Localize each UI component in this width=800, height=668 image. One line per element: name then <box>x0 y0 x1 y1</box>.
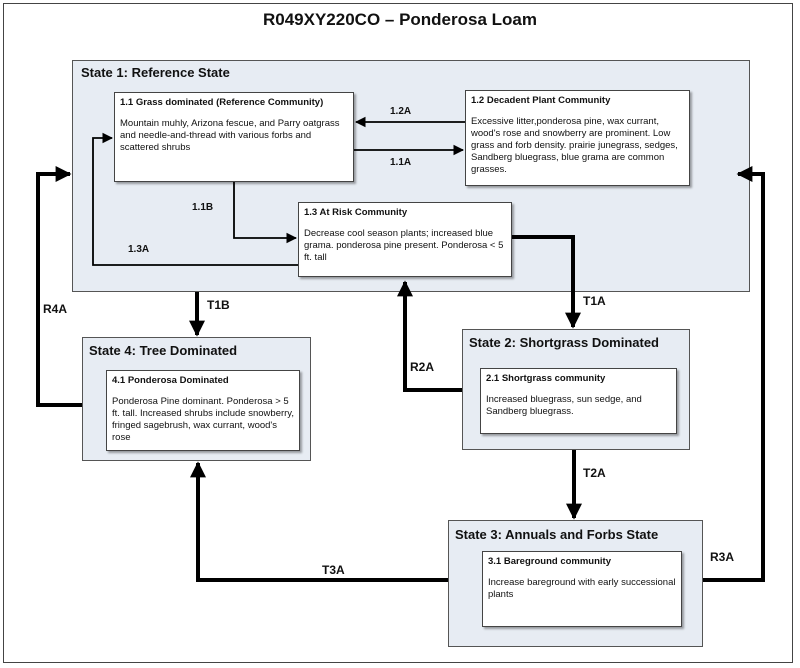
arrow-1-3a <box>92 132 298 266</box>
label-1-1a: 1.1A <box>390 157 412 168</box>
community-4-1-title: 4.1 Ponderosa Dominated <box>112 375 229 386</box>
community-4-1-text: Ponderosa Pine dominant. Ponderosa > 5 f… <box>112 396 294 443</box>
state-3-label: State 3: Annuals and Forbs State <box>455 527 659 542</box>
community-3-1-text: Increase bareground with early successio… <box>488 577 676 600</box>
arrow-r3a <box>703 166 765 582</box>
community-1-2: 1.2 Decadent Plant Community Excessive l… <box>465 90 690 186</box>
community-1-1: 1.1 Grass dominated (Reference Community… <box>114 92 354 182</box>
label-1-1b: 1.1B <box>192 202 214 213</box>
community-1-3: 1.3 At Risk Community Decrease cool seas… <box>298 202 512 277</box>
community-2-1-title: 2.1 Shortgrass community <box>486 373 606 384</box>
arrow-1-1b <box>233 182 298 244</box>
label-r4a: R4A <box>43 302 68 316</box>
state-1-label: State 1: Reference State <box>81 65 230 80</box>
label-r3a: R3A <box>710 550 735 564</box>
arrow-t1a <box>512 235 581 329</box>
arrow-t3a <box>190 461 448 582</box>
label-1-2a: 1.2A <box>390 106 412 117</box>
label-t2a: T2A <box>583 466 606 480</box>
community-1-3-text: Decrease cool season plants; increased b… <box>304 228 504 263</box>
state-2-label: State 2: Shortgrass Dominated <box>469 335 659 350</box>
state-4-label: State 4: Tree Dominated <box>89 343 238 358</box>
diagram-title: R049XY220CO – Ponderosa Loam <box>262 10 537 29</box>
community-1-1-title: 1.1 Grass dominated (Reference Community… <box>120 97 324 108</box>
community-1-1-text: Mountain muhly, Arizona fescue, and Parr… <box>120 118 340 153</box>
arrow-r4a <box>36 166 82 407</box>
community-3-1-title: 3.1 Bareground community <box>488 556 611 567</box>
label-t3a: T3A <box>322 563 345 577</box>
label-t1a: T1A <box>583 294 606 308</box>
label-1-3a: 1.3A <box>128 244 150 255</box>
community-1-2-text: Excessive litter,ponderosa pine, wax cur… <box>471 116 678 175</box>
label-t1b: T1B <box>207 298 230 312</box>
community-4-1: 4.1 Ponderosa Dominated Ponderosa Pine d… <box>106 370 300 451</box>
community-1-3-title: 1.3 At Risk Community <box>304 207 408 218</box>
community-1-2-title: 1.2 Decadent Plant Community <box>471 95 611 106</box>
label-r2a: R2A <box>410 360 435 374</box>
community-3-1: 3.1 Bareground community Increase baregr… <box>482 551 682 627</box>
arrow-r2a <box>397 280 462 392</box>
community-2-1-text: Increased bluegrass, sun sedge, and Sand… <box>486 394 642 417</box>
community-2-1: 2.1 Shortgrass community Increased blueg… <box>480 368 677 434</box>
